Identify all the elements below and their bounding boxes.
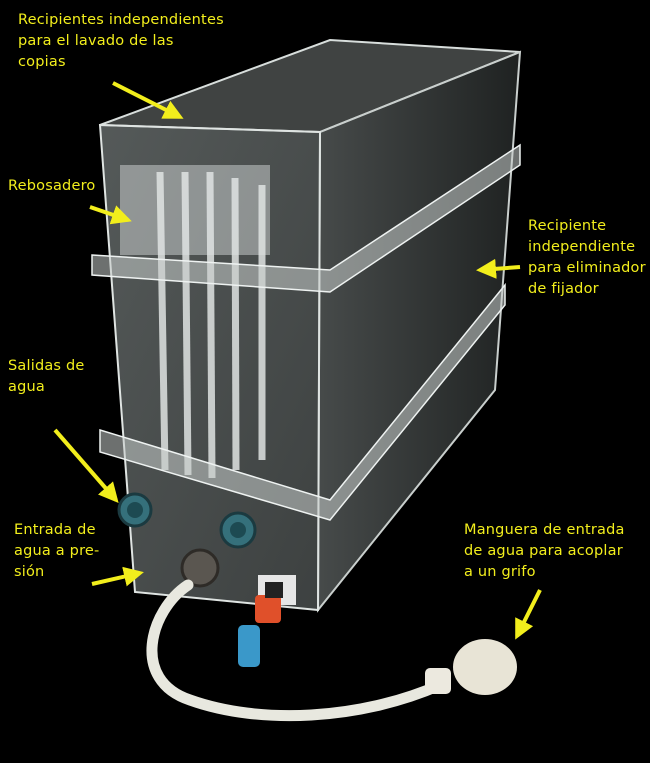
label-fixer-tank: Recipiente independiente para eliminador… <box>528 216 646 300</box>
label-line: de agua para acoplar <box>464 543 623 559</box>
hose-connector <box>425 639 517 695</box>
label-line: agua a pre- <box>14 543 100 559</box>
arrow-wash-tanks <box>112 81 184 119</box>
label-line: copias <box>18 54 66 70</box>
inlet-hose <box>146 579 446 722</box>
label-line: Recipiente <box>528 218 607 234</box>
acrylic-tank <box>91 38 522 722</box>
label-line: Entrada de <box>14 522 96 538</box>
label-pressure-inlet: Entrada de agua a pre- sión <box>14 520 99 583</box>
flanges <box>91 143 521 521</box>
arrow-inlet-hose <box>515 589 542 640</box>
arrow-fixer-tank <box>476 258 521 279</box>
annotation-arrows <box>53 81 542 640</box>
label-line: a un grifo <box>464 564 536 580</box>
label-inlet-hose: Manguera de entrada de agua para acoplar… <box>464 520 625 583</box>
overflow-plate <box>120 165 270 255</box>
label-overflow: Rebosadero <box>8 176 96 197</box>
label-wash-tanks: Recipientes independientes para el lavad… <box>18 10 224 73</box>
divider-plates <box>156 171 266 479</box>
label-water-outlets: Salidas de agua <box>8 356 85 398</box>
label-line: Salidas de <box>8 358 85 374</box>
arrow-pressure-inlet <box>91 566 144 587</box>
arrow-overflow <box>89 205 132 225</box>
label-line: agua <box>8 379 45 395</box>
label-line: Rebosadero <box>8 178 96 194</box>
label-line: para eliminador <box>528 260 646 276</box>
water-outlet-fittings <box>117 492 257 549</box>
label-line: para el lavado de las <box>18 33 174 49</box>
arrow-water-outlets <box>53 428 119 504</box>
label-line: Recipientes independientes <box>18 12 224 28</box>
label-line: Manguera de entrada <box>464 522 625 538</box>
inlet-fitting <box>180 548 220 588</box>
valve <box>238 575 296 667</box>
label-line: de fijador <box>528 281 599 297</box>
label-line: independiente <box>528 239 636 255</box>
label-line: sión <box>14 564 45 580</box>
